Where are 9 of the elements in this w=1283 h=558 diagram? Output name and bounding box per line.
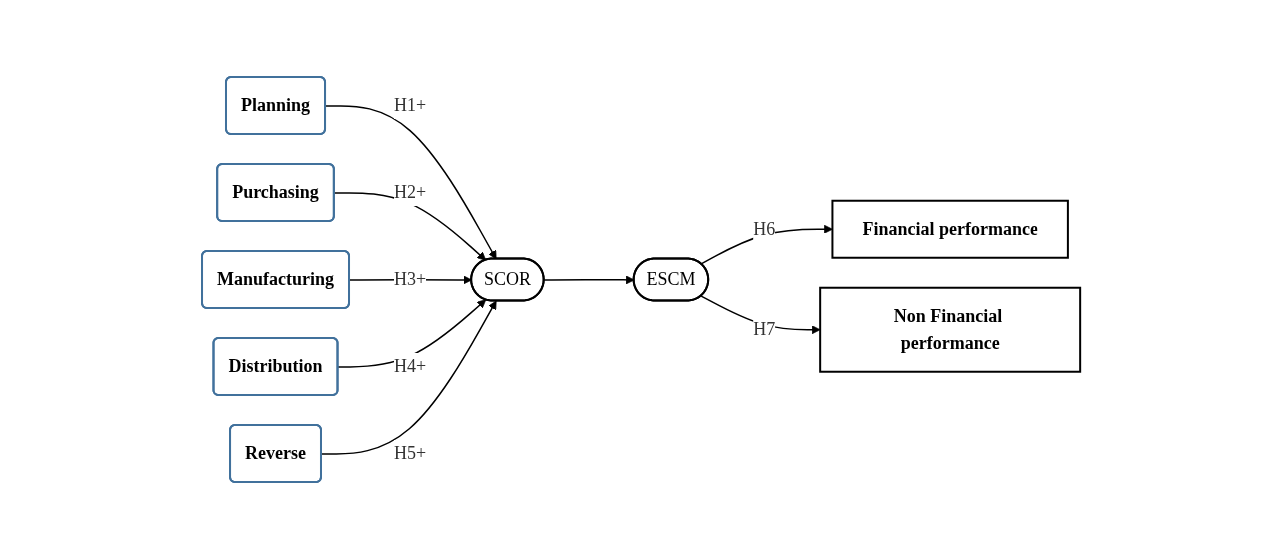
edge-label: H7 <box>753 318 776 339</box>
edge-label: H5+ <box>394 442 427 463</box>
edge-label: H2+ <box>394 181 427 202</box>
edge-label: H6 <box>753 218 776 239</box>
edge-label: H4+ <box>394 355 427 376</box>
edge-label: H3+ <box>394 268 427 289</box>
node-box: Financial performance <box>831 199 1070 259</box>
node-box: Non Financial performance <box>819 286 1082 373</box>
edge-label: H1+ <box>394 94 427 115</box>
